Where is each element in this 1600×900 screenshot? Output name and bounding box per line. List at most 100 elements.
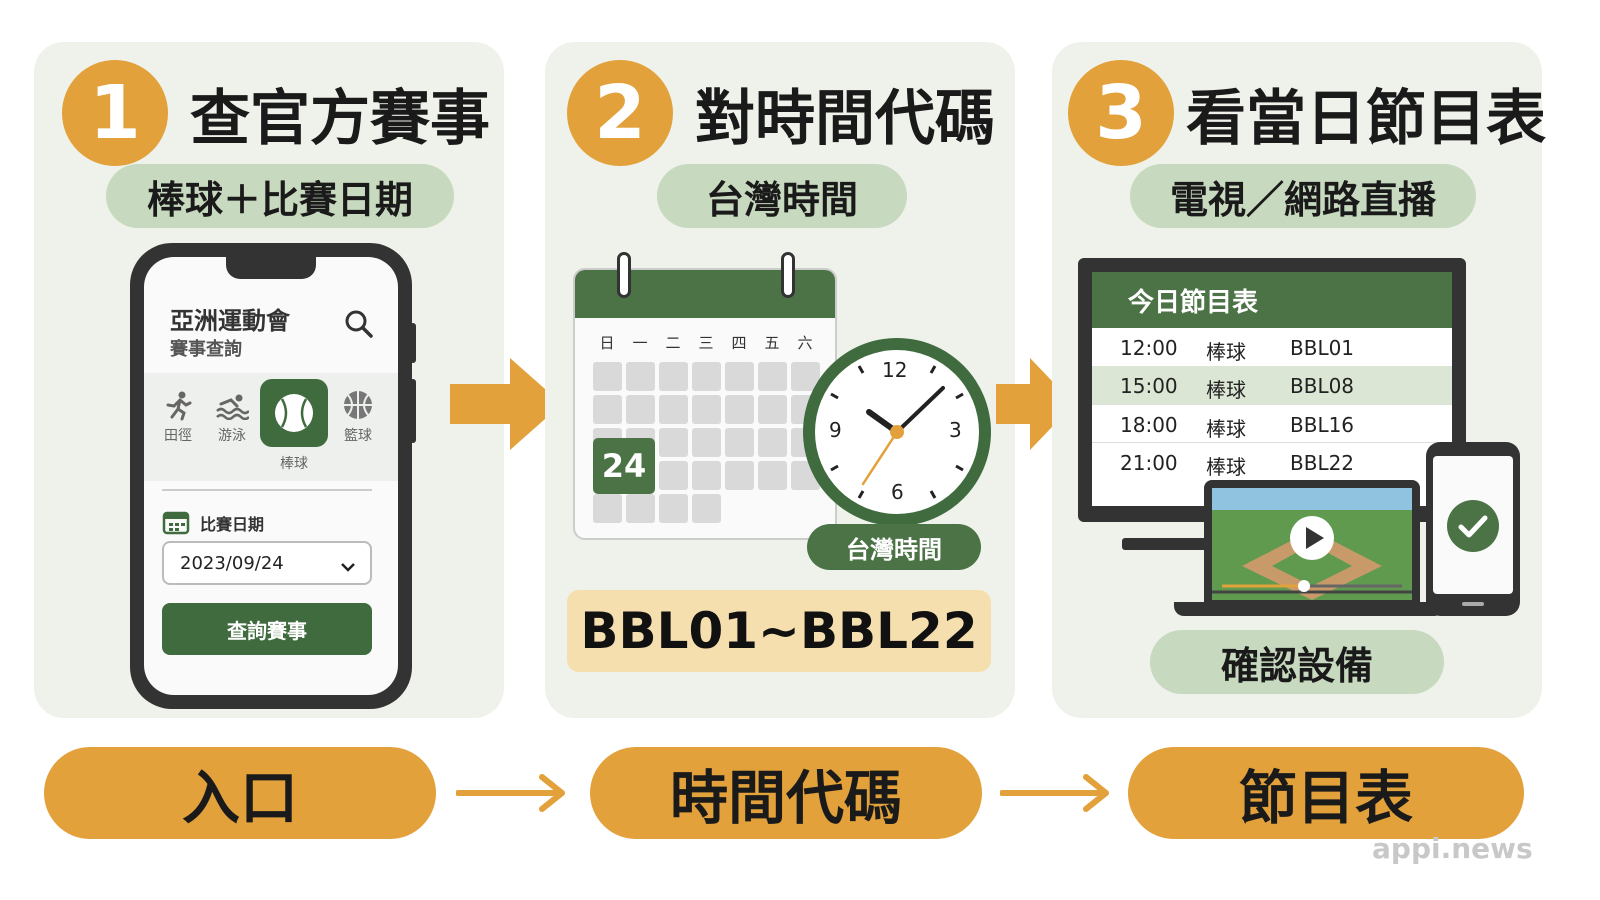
calendar-cell (692, 494, 721, 523)
phone-screen: 亞洲運動會 賽事查詢 田徑 游泳 (144, 257, 398, 695)
date-select[interactable]: 2023/09/24 (162, 541, 372, 585)
weekday-label: 日 (599, 334, 615, 352)
brand-watermark: appi.news (1372, 832, 1533, 865)
laptop-base (1174, 602, 1444, 616)
schedule-time: 21:00 (1120, 451, 1178, 475)
step-1-panel: 1 查官方賽事 棒球＋比賽日期 亞洲運動會 賽事查詢 田徑 (34, 42, 504, 718)
flow-step-schedule: 節目表 (1128, 747, 1524, 839)
calendar-cell (758, 461, 787, 490)
step-1-title: 查官方賽事 (190, 84, 490, 154)
step-3-panel: 3 看當日節目表 電視／網路直播 今日節目表 12:00 棒球 BBL01 15… (1052, 42, 1546, 718)
sport-item-swim[interactable]: 游泳 (202, 385, 262, 445)
step-2-panel: 2 對時間代碼 台灣時間 日 一 二 三 四 五 六 24 (545, 42, 1015, 718)
check-icon (1447, 500, 1499, 552)
calendar-cell (626, 395, 655, 424)
step-2-subtitle: 台灣時間 (657, 164, 907, 228)
calendar-cell (758, 395, 787, 424)
step-3-subtitle: 電視／網路直播 (1130, 164, 1476, 228)
app-subtitle: 賽事查詢 (170, 339, 242, 360)
calendar-cell (692, 362, 721, 391)
clock-label-12: 12 (882, 358, 908, 382)
calendar-illustration: 日 一 二 三 四 五 六 24 (573, 268, 837, 540)
mobile-phone-screen (1433, 456, 1513, 594)
calendar-cell (659, 494, 688, 523)
step-1-number: 1 (62, 60, 168, 166)
clock-label-6: 6 (891, 480, 904, 504)
calendar-cell (692, 395, 721, 424)
sport-label: 籃球 (344, 428, 372, 444)
sport-item-baseball-selected[interactable] (260, 379, 328, 447)
calendar-cell (593, 494, 622, 523)
schedule-screen: 今日節目表 12:00 棒球 BBL01 15:00 棒球 BBL08 18:0… (1092, 272, 1452, 506)
schedule-row: 21:00 棒球 BBL22 (1092, 442, 1452, 480)
step-3-number: 3 (1068, 60, 1174, 166)
calendar-header (575, 270, 835, 318)
mobile-phone (1426, 442, 1520, 616)
calendar-cell (659, 362, 688, 391)
phone-notch (226, 257, 316, 279)
calendar-cell (626, 362, 655, 391)
divider (162, 489, 372, 491)
calendar-cell (725, 461, 754, 490)
basketball-icon (328, 385, 388, 425)
calendar-cell (593, 362, 622, 391)
calendar-cell (725, 395, 754, 424)
schedule-sport: 棒球 (1206, 340, 1246, 364)
calendar-cell (758, 428, 787, 457)
calendar-icon (162, 509, 190, 539)
phone-side-button (410, 379, 416, 443)
laptop (1204, 480, 1420, 602)
weekday-label: 一 (632, 334, 648, 352)
calendar-cell (725, 362, 754, 391)
flow-step-timecode: 時間代碼 (590, 747, 982, 839)
tv-monitor: 今日節目表 12:00 棒球 BBL01 15:00 棒球 BBL08 18:0… (1078, 258, 1466, 522)
search-icon[interactable] (344, 309, 374, 343)
calendar-cell (659, 461, 688, 490)
calendar-cell (626, 494, 655, 523)
baseball-icon (275, 394, 313, 432)
step-3-title: 看當日節目表 (1186, 84, 1546, 154)
phone-side-button (410, 323, 416, 363)
schedule-time: 12:00 (1120, 336, 1178, 360)
weekday-label: 二 (665, 334, 681, 352)
calendar-ring (617, 252, 631, 298)
calendar-cell (758, 362, 787, 391)
schedule-sport: 棒球 (1206, 455, 1246, 479)
sport-label: 田徑 (164, 428, 192, 444)
schedule-row: 18:00 棒球 BBL16 (1092, 404, 1452, 442)
swimming-icon (202, 385, 262, 425)
schedule-time: 15:00 (1120, 374, 1178, 398)
phone-mockup: 亞洲運動會 賽事查詢 田徑 游泳 (130, 243, 416, 709)
chevron-down-icon (340, 557, 356, 578)
schedule-code: BBL22 (1290, 451, 1355, 475)
schedule-sport: 棒球 (1206, 417, 1246, 441)
weekday-label: 四 (731, 334, 747, 352)
calendar-highlight-day: 24 (593, 438, 655, 494)
step-1-subtitle: 棒球＋比賽日期 (106, 164, 454, 228)
timezone-tag: 台灣時間 (807, 524, 981, 570)
date-label: 比賽日期 (200, 515, 265, 534)
calendar-cell (593, 395, 622, 424)
calendar-cell (692, 428, 721, 457)
running-icon (148, 385, 208, 425)
device-check-label: 確認設備 (1150, 630, 1444, 694)
sport-label: 游泳 (218, 428, 246, 444)
sport-item-track[interactable]: 田徑 (148, 385, 208, 445)
calendar-ring (781, 252, 795, 298)
flow-step-entry: 入口 (44, 747, 436, 839)
date-value: 2023/09/24 (180, 552, 284, 574)
clock-icon: 12 3 6 9 (799, 334, 995, 534)
schedule-code: BBL01 (1290, 336, 1355, 360)
laptop-video (1212, 488, 1412, 600)
sport-label: 棒球 (280, 456, 308, 472)
query-button[interactable]: 查詢賽事 (162, 603, 372, 655)
arrow-right-icon (996, 358, 1074, 450)
sport-item-basketball[interactable]: 籃球 (328, 385, 388, 445)
schedule-time: 18:00 (1120, 413, 1178, 437)
step-2-title: 對時間代碼 (695, 84, 995, 154)
schedule-row: 15:00 棒球 BBL08 (1092, 366, 1452, 404)
play-icon[interactable] (1288, 514, 1336, 566)
schedule-code: BBL16 (1290, 413, 1355, 437)
sport-selector: 田徑 游泳 棒球 籃球 (144, 373, 398, 481)
schedule-title: 今日節目表 (1092, 272, 1452, 328)
